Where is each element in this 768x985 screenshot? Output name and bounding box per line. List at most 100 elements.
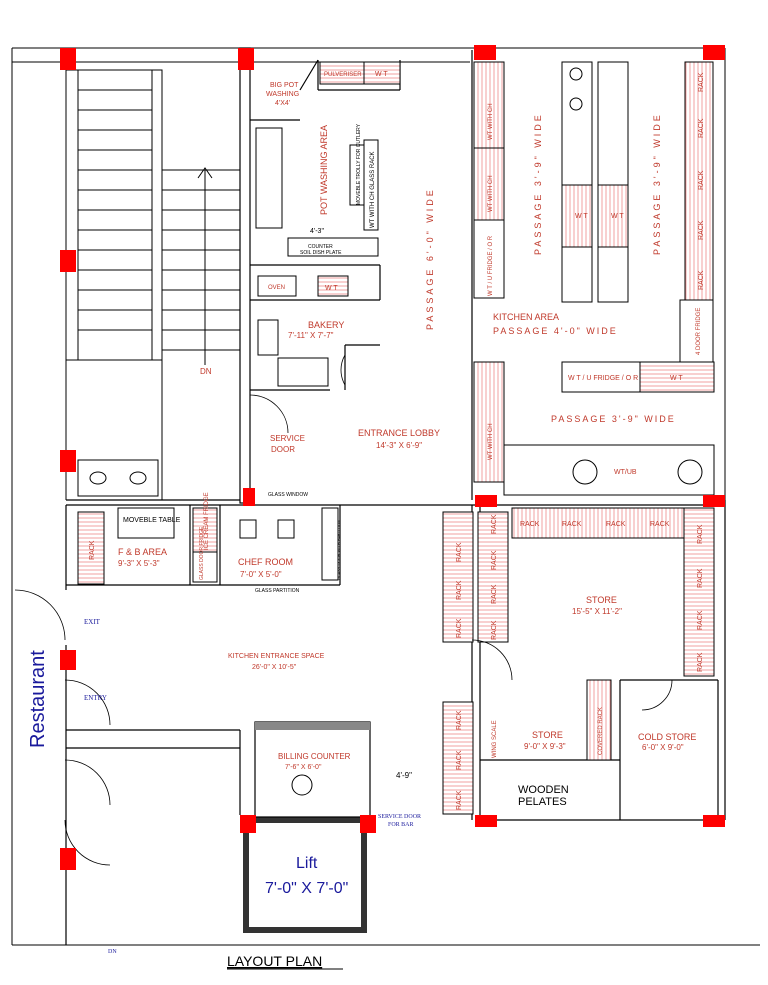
store-rack-c4: RACK bbox=[650, 521, 670, 528]
store-rack-b2: RACK bbox=[491, 584, 498, 604]
glass-partition-label: GLASS PARTITION bbox=[255, 588, 300, 594]
fb-rack-label: RACK bbox=[89, 540, 96, 560]
wt-top-unit bbox=[363, 61, 401, 85]
sink-round-2 bbox=[677, 459, 703, 485]
exit-label: EXIT bbox=[84, 618, 101, 626]
bakery-mixer bbox=[257, 319, 279, 356]
bakery-size: 7'-11" X 7'-7" bbox=[288, 331, 334, 340]
store-rack-d2: RACK bbox=[697, 568, 704, 588]
bottom-dn-label: DN bbox=[108, 949, 117, 955]
wt-mid-2 bbox=[597, 184, 629, 248]
big-pot-label: BIG POT bbox=[270, 82, 299, 89]
service-door-bar-label: SERVICE DOOR bbox=[378, 814, 421, 820]
cold-store-label: COLD STORE bbox=[638, 732, 696, 742]
wt-fridge-lower bbox=[561, 361, 641, 393]
rack-k1: RACK bbox=[698, 72, 705, 92]
covered-rack-label: COVERED RACK bbox=[598, 707, 604, 755]
kitchen-entrance-size: 26'-0" X 10'-5" bbox=[252, 664, 297, 671]
lift-shaft bbox=[243, 817, 367, 933]
bakery-wt bbox=[317, 275, 349, 297]
wt-mid-label-1: W T bbox=[575, 213, 588, 220]
store2-rack-1: RACK bbox=[456, 710, 463, 730]
store-rack-d3: RACK bbox=[697, 610, 704, 630]
dim-4-9-label: 4'-9" bbox=[396, 771, 412, 780]
four-door-fridge-label: 4 DOOR FRIDGE bbox=[696, 308, 702, 355]
cold-store-size: 6'-0" X 9'-0" bbox=[642, 743, 684, 752]
cooking-range-1 bbox=[561, 61, 593, 303]
wooden-pelates-label-1: WOODEN bbox=[518, 784, 569, 796]
pot-washing-area-label: POT WASHING AREA bbox=[319, 125, 329, 215]
lift-label: Lift bbox=[296, 855, 318, 872]
interior-walls bbox=[65, 47, 726, 945]
stair-dn-label: DN bbox=[200, 367, 212, 376]
rack-k4: RACK bbox=[698, 220, 705, 240]
wt-ch-label-1: WT WITH CH bbox=[488, 103, 494, 140]
size-4x4-label: 4'X4' bbox=[275, 100, 290, 107]
wt-with-ch-3 bbox=[473, 361, 505, 483]
ice-cream-fridge-label: ICE CREAM FRIDGE bbox=[204, 492, 210, 550]
moveble-table-label: MOVEBLE TABLE bbox=[123, 517, 181, 524]
store2-label: STORE bbox=[532, 730, 563, 740]
store-label: STORE bbox=[586, 595, 617, 605]
trolley-label: MOVEBLE TROLLY FOR CUTLERY bbox=[356, 123, 362, 205]
passage-3-9-b: PASSAGE 3'-9" WIDE bbox=[652, 112, 662, 255]
layout-plan-title: LAYOUT PLAN bbox=[227, 953, 322, 969]
rack-k3: RACK bbox=[698, 170, 705, 190]
oven-unit bbox=[257, 275, 297, 297]
fb-size: 9'-3" X 5'-3" bbox=[118, 559, 160, 568]
soil-dish-label: SOIL DISH PLATE bbox=[300, 250, 342, 256]
doors bbox=[14, 354, 673, 866]
wt-lower-label: W T bbox=[670, 375, 683, 382]
chef-size: 7'-0" X 5'-0" bbox=[240, 570, 282, 579]
store-rack-d4: RACK bbox=[697, 652, 704, 672]
bakery-table bbox=[277, 357, 329, 387]
counter-unit bbox=[287, 237, 379, 257]
billing-counter-label: BILLING COUNTER bbox=[278, 752, 351, 761]
wt-lower bbox=[639, 361, 715, 393]
sink-round-1 bbox=[572, 459, 598, 485]
entrance-lobby-label: ENTRANCE LOBBY bbox=[358, 428, 440, 438]
rack-k5: RACK bbox=[698, 270, 705, 290]
wt-mid-label-2: W T bbox=[611, 213, 624, 220]
store-size: 15'-5" X 11'-2" bbox=[572, 607, 622, 616]
kitchen-area-label: KITCHEN AREA bbox=[493, 312, 559, 322]
restaurant-label: Restaurant bbox=[27, 650, 49, 748]
wt-fridge-label: W T / U FRIDGE / O R bbox=[488, 235, 494, 296]
store2-rack-2: RACK bbox=[456, 750, 463, 770]
store-rack-c1: RACK bbox=[520, 521, 540, 528]
wt-ch-label-2: WT WITH CH bbox=[488, 175, 494, 212]
chef-room-label: CHEF ROOM bbox=[238, 557, 293, 567]
counter-label: COUNTER bbox=[308, 244, 333, 250]
store-rack-b3: RACK bbox=[491, 620, 498, 640]
bakery-label: BAKERY bbox=[308, 320, 344, 330]
store-rack-a1: RACK bbox=[456, 542, 463, 562]
service-door-label-1: SERVICE bbox=[270, 434, 305, 443]
passage-4-label: PASSAGE 4'-0" WIDE bbox=[493, 326, 618, 336]
store-racks bbox=[77, 507, 715, 815]
glass-rack bbox=[363, 139, 379, 231]
for-bar-label: FOR BAR bbox=[388, 822, 414, 828]
store-rack-a2: RACK bbox=[456, 580, 463, 600]
entrance-lobby-size: 14'-3" X 6'-9" bbox=[376, 441, 422, 450]
dim-4-3-label: 4'-3" bbox=[310, 228, 324, 235]
billing-counter-box bbox=[254, 721, 371, 818]
passage-3-9-a: PASSAGE 3'-9" WIDE bbox=[533, 112, 543, 255]
sink-bowl bbox=[129, 471, 147, 485]
store-rack-d1: RACK bbox=[697, 524, 704, 544]
service-door-label-2: DOOR bbox=[271, 445, 295, 454]
glass-door-partition-label: GLASS DOOR WITH PARTITION bbox=[336, 520, 341, 580]
wt-fridge-or bbox=[473, 219, 505, 299]
billing-size: 7'-6" X 6'-0" bbox=[285, 764, 322, 771]
wt-top-label: W T bbox=[375, 71, 388, 78]
store2-size: 9'-0" X 9'-3" bbox=[524, 742, 566, 751]
washing-label: WASHING bbox=[266, 91, 299, 98]
store-rack-a3: RACK bbox=[456, 618, 463, 638]
wing-scale-label: WING SCALE bbox=[492, 720, 498, 758]
structural-columns bbox=[60, 45, 725, 870]
store-rack-b1: RACK bbox=[491, 550, 498, 570]
wt-ch-label-3: WT WITH CH bbox=[488, 423, 494, 460]
store2-rack-3: RACK bbox=[456, 790, 463, 810]
glass-door-fridge-label: GLASS DOOR FRIDGE bbox=[199, 526, 205, 580]
oven-label: OVEN bbox=[268, 285, 285, 291]
